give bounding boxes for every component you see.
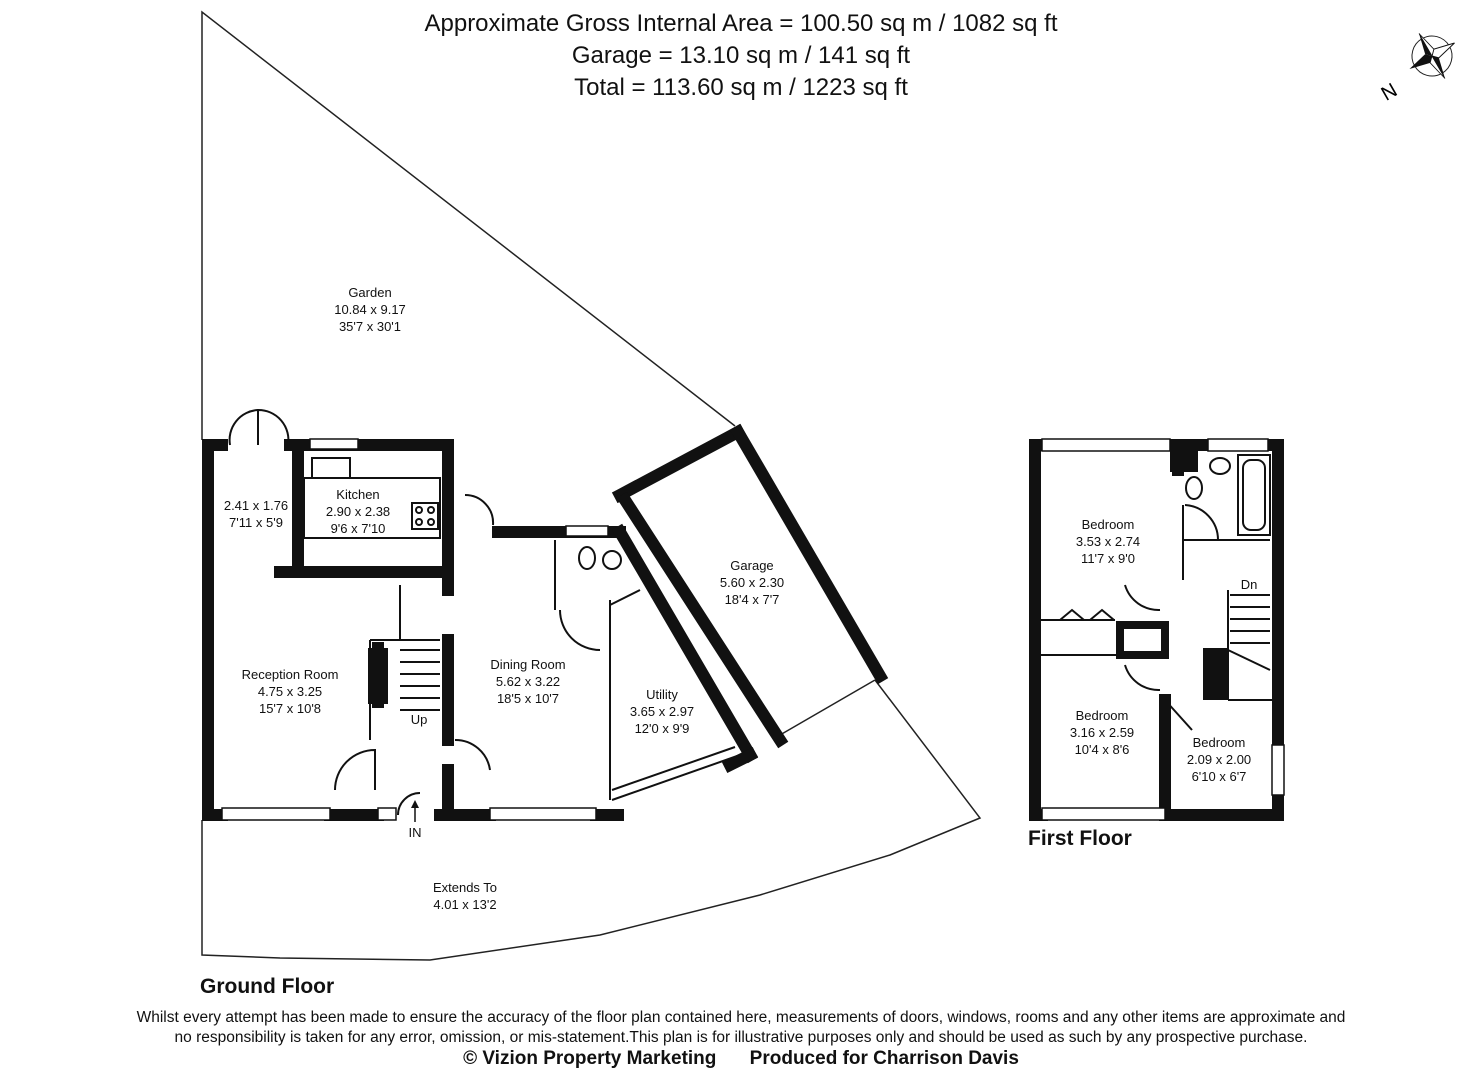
- room-imperial: 18'5 x 10'7: [496, 691, 560, 706]
- room-label-bedroom-3: Bedroom 2.09 x 2.00 6'10 x 6'7: [1187, 734, 1251, 785]
- room-metric: 2.09 x 2.00: [1186, 752, 1252, 767]
- stair-cupboard-block: [368, 648, 388, 704]
- first-floor-airing-cupboard: [1116, 621, 1169, 659]
- room-metric: 2.41 x 1.76: [223, 498, 289, 513]
- ground-floor-windows: [221, 438, 609, 821]
- entrance-label: IN: [408, 825, 422, 840]
- copyright-text: © Vizion Property Marketing: [463, 1048, 717, 1069]
- room-metric: 3.16 x 2.59: [1069, 725, 1135, 740]
- room-imperial: 15'7 x 10'8: [258, 701, 322, 716]
- stairs-up-label: Up: [410, 712, 428, 727]
- room-metric: 10.84 x 9.17: [334, 302, 406, 317]
- room-label-bedroom-1: Bedroom 3.53 x 2.74 11'7 x 9'0: [1076, 516, 1140, 567]
- room-metric: 5.62 x 3.22: [495, 674, 561, 689]
- room-imperial: 10'4 x 8'6: [1074, 742, 1130, 757]
- garage-area-line: Garage = 13.10 sq m / 141 sq ft: [571, 42, 911, 69]
- credits-line: © Vizion Property Marketing Produced for…: [0, 1048, 1482, 1070]
- room-imperial: 18'4 x 7'7: [724, 592, 780, 607]
- disclaimer-line-2: no responsibility is taken for any error…: [174, 1029, 1308, 1046]
- room-metric: 2.90 x 2.38: [325, 504, 391, 519]
- ground-floor-thin-walls: [228, 408, 741, 816]
- room-label-garage: Garage 5.60 x 2.30 18'4 x 7'7: [720, 557, 784, 608]
- room-metric: 4.01 x 13'2: [433, 897, 497, 912]
- total-area-line: Total = 113.60 sq m / 1223 sq ft: [574, 74, 908, 101]
- garden-outline: [201, 10, 982, 961]
- room-label-utility: Utility 3.65 x 2.97 12'0 x 9'9: [630, 686, 694, 737]
- compass-north-label: N: [1378, 79, 1402, 105]
- room-label-garden: Garden 10.84 x 9.17 35'7 x 30'1: [334, 284, 406, 335]
- room-name: Utility: [646, 687, 678, 702]
- ground-floor-title: Ground Floor: [200, 975, 335, 998]
- room-name: Bedroom: [1081, 517, 1135, 532]
- room-label-extends-to: Extends To 4.01 x 13'2: [433, 879, 497, 913]
- room-label-rear-lobby: 2.41 x 1.76 7'11 x 5'9: [224, 497, 288, 531]
- room-label-bedroom-2: Bedroom 3.16 x 2.59 10'4 x 8'6: [1070, 707, 1134, 758]
- entrance-arrow-icon: [411, 800, 419, 822]
- disclaimer-line-1: Whilst every attempt has been made to en…: [136, 1009, 1346, 1026]
- room-name: Bedroom: [1075, 708, 1129, 723]
- room-label-reception-room: Reception Room 4.75 x 3.25 15'7 x 10'8: [242, 666, 339, 717]
- room-name: Kitchen: [336, 487, 380, 502]
- room-name: Garage: [730, 558, 774, 573]
- room-label-dining-room: Dining Room 5.62 x 3.22 18'5 x 10'7: [490, 656, 565, 707]
- room-metric: 3.53 x 2.74: [1075, 534, 1141, 549]
- room-name: Reception Room: [241, 667, 339, 682]
- first-floor-cupboard-block: [1203, 648, 1228, 700]
- room-imperial: 12'0 x 9'9: [634, 721, 690, 736]
- stairs-down-label: Dn: [1240, 577, 1258, 592]
- room-name: Bedroom: [1192, 735, 1246, 750]
- room-metric: 5.60 x 2.30: [719, 575, 785, 590]
- room-imperial: 6'10 x 6'7: [1191, 769, 1247, 784]
- room-name: Garden: [348, 285, 392, 300]
- first-floor-title: First Floor: [1028, 827, 1132, 850]
- room-imperial: 7'11 x 5'9: [229, 515, 283, 530]
- first-floor-windows: [1041, 438, 1285, 821]
- produced-for-text: Produced for Charrison Davis: [749, 1048, 1019, 1069]
- ground-floor-walls: [202, 423, 889, 821]
- room-metric: 4.75 x 3.25: [257, 684, 323, 699]
- gross-area-line: Approximate Gross Internal Area = 100.50…: [424, 10, 1058, 37]
- first-floor-chimney-block: [1170, 450, 1198, 472]
- compass-rose-icon: [1409, 33, 1455, 79]
- room-label-kitchen: Kitchen 2.90 x 2.38 9'6 x 7'10: [326, 486, 390, 537]
- room-name: Dining Room: [490, 657, 566, 672]
- room-name: Extends To: [432, 880, 498, 895]
- room-metric: 3.65 x 2.97: [629, 704, 695, 719]
- room-imperial: 9'6 x 7'10: [330, 521, 386, 536]
- room-imperial: 35'7 x 30'1: [338, 319, 402, 334]
- room-imperial: 11'7 x 9'0: [1081, 551, 1135, 566]
